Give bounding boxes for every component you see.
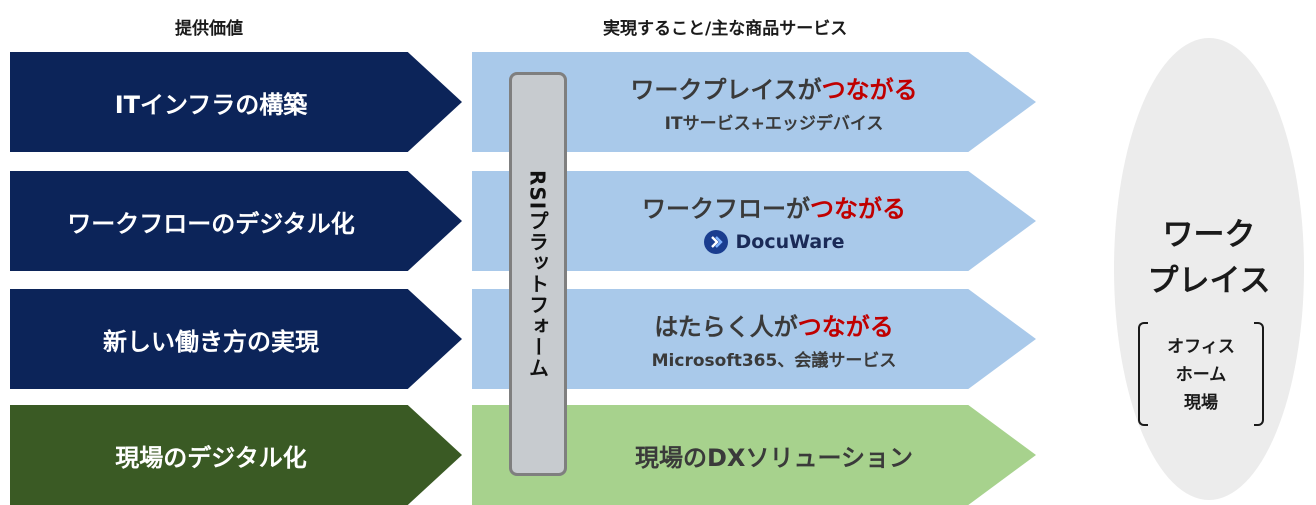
value-arrow-field-digital: 現場のデジタル化 — [10, 405, 462, 505]
value-label: 新しい働き方の実現 — [103, 327, 319, 356]
service-title: 現場のDXソリューション — [635, 443, 913, 472]
service-title-text: ワークフローが — [642, 194, 810, 223]
header-value: 提供価値 — [175, 19, 243, 39]
site-item: 現場 — [1184, 393, 1218, 413]
header-services: 実現すること/主な商品サービス — [603, 19, 848, 39]
value-arrow-new-workstyle: 新しい働き方の実現 — [10, 289, 462, 389]
service-highlight: つながる — [810, 194, 906, 223]
service-title: ワークプレイスがつながる — [630, 70, 917, 105]
service-title: はたらく人がつながる — [654, 307, 894, 342]
service-title-text: はたらく人が — [654, 313, 798, 341]
value-label: 現場のデジタル化 — [115, 443, 307, 472]
site-item: オフィス — [1167, 337, 1235, 357]
docuware-icon — [703, 229, 728, 254]
workplace-title-line: プレイス — [1147, 263, 1271, 299]
service-sub: ITサービス+エッジデバイス — [664, 114, 884, 134]
value-label: ワークフローのデジタル化 — [67, 209, 355, 238]
platform-bar: RSIプラットフォーム — [509, 72, 567, 476]
docuware-name: DocuWare — [735, 230, 845, 253]
value-label: ITインフラの構築 — [114, 90, 308, 119]
service-highlight: つながる — [797, 313, 894, 341]
service-highlight: つながる — [821, 76, 918, 104]
workplace-sites: オフィス ホーム 現場 — [1138, 322, 1264, 428]
site-item: ホーム — [1175, 365, 1227, 385]
platform-label: RSIプラットフォーム — [525, 169, 550, 379]
service-title: ワークフローがつながる — [642, 189, 906, 224]
service-title-text: ワークプレイスが — [630, 76, 822, 104]
service-sub: Microsoft365、会議サービス — [651, 351, 897, 371]
value-arrow-it-infra: ITインフラの構築 — [10, 52, 462, 152]
workplace-title-line: ワーク — [1162, 217, 1256, 253]
docuware-logo: DocuWare — [703, 229, 845, 254]
left-bracket — [1138, 322, 1148, 426]
value-arrow-workflow: ワークフローのデジタル化 — [10, 171, 462, 271]
right-bracket — [1254, 322, 1264, 426]
workplace-title: ワーク プレイス — [1114, 212, 1304, 304]
